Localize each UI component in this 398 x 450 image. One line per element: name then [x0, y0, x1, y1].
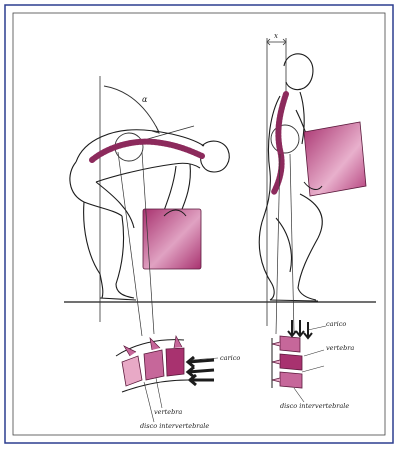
left-buttock	[70, 162, 122, 216]
left-shin-front	[116, 216, 134, 298]
right-disc-label-leader	[302, 366, 324, 372]
left-vertebra-2	[144, 350, 164, 380]
right-head	[284, 54, 313, 90]
left-load-arrow-2	[188, 367, 214, 377]
left-head	[201, 141, 229, 172]
left-load-box	[143, 209, 201, 269]
right-detail-pointer-b	[290, 154, 294, 332]
posture-lifting-illustration: carico vertebra disco intervertebrale ca…	[4, 4, 394, 444]
right-foot	[270, 300, 318, 301]
right-shoulder-joint	[271, 125, 299, 153]
left-spinous-1	[124, 346, 136, 356]
right-load-box	[304, 122, 366, 196]
left-disc-label-leader	[144, 382, 154, 422]
left-foot	[100, 298, 136, 300]
left-angle-label: α	[142, 95, 148, 104]
right-shin	[298, 238, 318, 300]
right-load-label-leader	[308, 326, 326, 330]
right-process-1	[272, 342, 280, 346]
left-spine	[92, 142, 202, 160]
right-process-3	[272, 378, 280, 382]
right-vertebra-label-leader	[304, 350, 324, 356]
right-process-2	[272, 360, 280, 364]
right-thigh	[300, 194, 322, 238]
left-figure-bent-lift	[70, 76, 229, 322]
left-load-arrow-3	[190, 375, 214, 385]
left-arm-back	[162, 166, 176, 216]
right-load-arrow-2	[296, 320, 304, 336]
left-vertebra-label: vertebra	[154, 408, 182, 416]
left-vertebra-1	[122, 356, 142, 386]
right-spine	[274, 94, 286, 192]
left-spinous-3	[174, 336, 182, 348]
right-vertebra-1	[280, 336, 300, 352]
right-front-outline	[300, 92, 304, 144]
left-load-label: carico	[220, 354, 240, 362]
left-detail-pointer-a	[118, 152, 142, 336]
right-load-label: carico	[326, 320, 346, 328]
left-belly-outline	[96, 163, 200, 182]
right-vertebra-3	[280, 372, 302, 388]
right-spine-detail	[272, 320, 326, 402]
right-load-arrow-1	[288, 320, 296, 336]
left-angle-arc	[104, 86, 159, 132]
right-vertebra-2	[280, 354, 302, 370]
left-arm-front	[180, 164, 190, 214]
right-offset-label: x	[274, 32, 278, 40]
left-disc-label: disco intervertebrale	[140, 422, 209, 430]
left-thigh-upper	[96, 182, 134, 228]
left-vertebra-3	[166, 348, 184, 376]
right-vertebra-label: vertebra	[326, 344, 354, 352]
left-spinous-2	[150, 338, 160, 350]
right-disc-label: disco intervertebrale	[280, 402, 349, 410]
right-disc-lower-leader	[294, 388, 304, 402]
